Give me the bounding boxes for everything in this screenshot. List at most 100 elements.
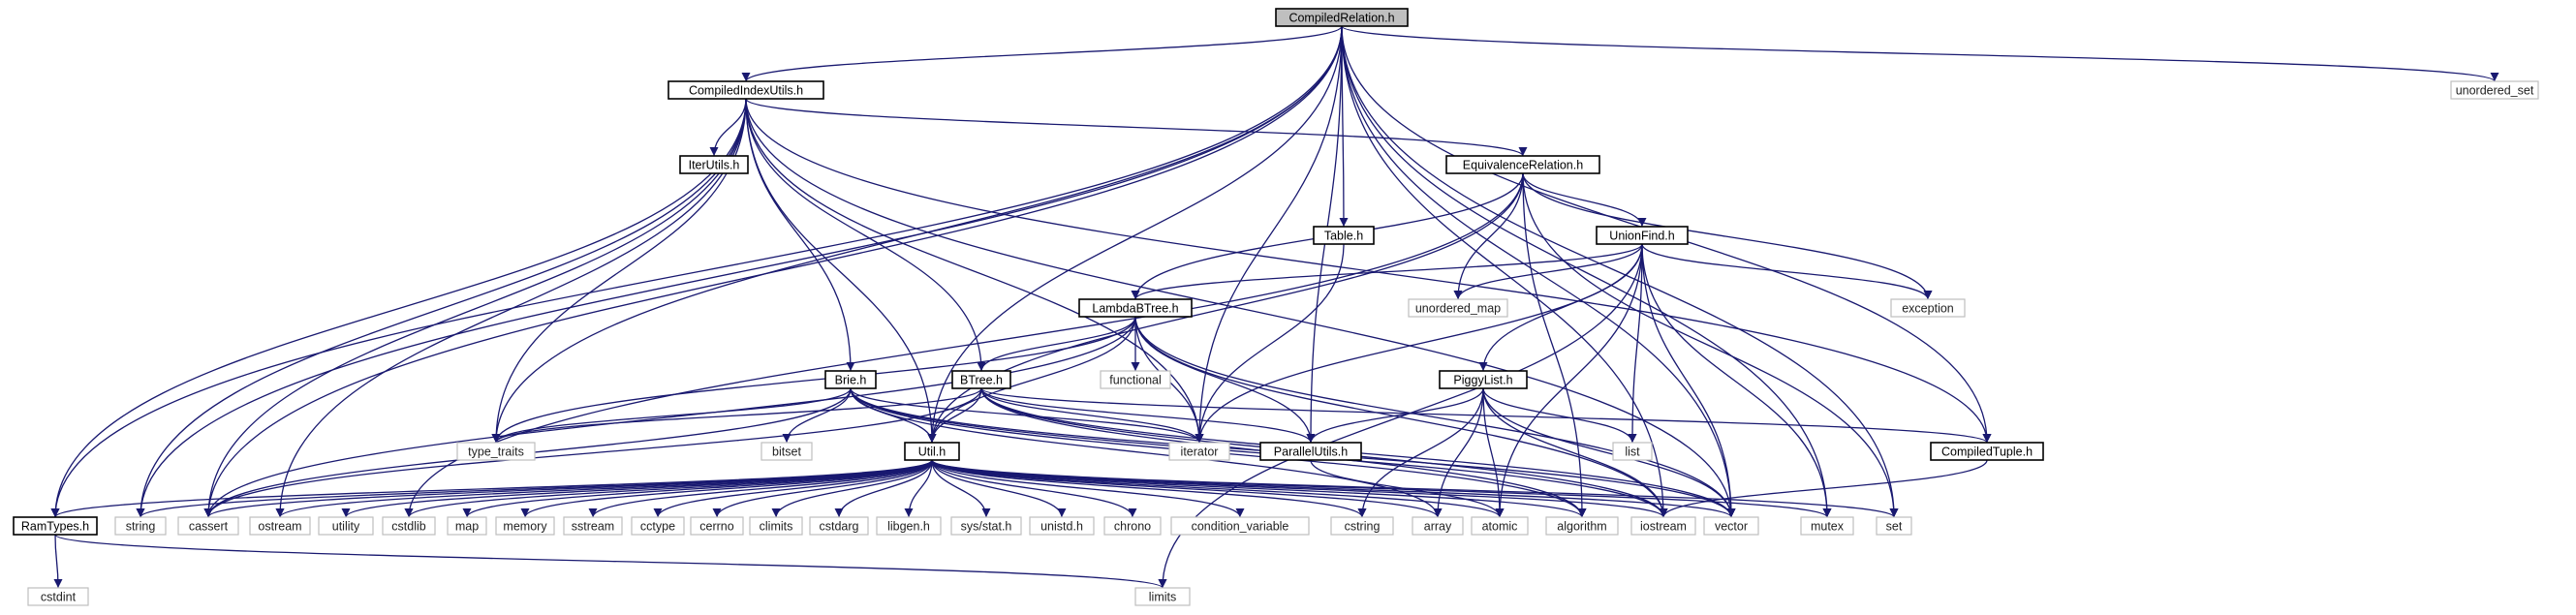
node-box xyxy=(1078,298,1193,318)
node-label: iostream xyxy=(1640,520,1687,534)
edge-lambda-btree-to-type-traits xyxy=(491,316,1136,444)
node-brie[interactable]: Brie.h xyxy=(824,370,877,389)
node-unordered-map: unordered_map xyxy=(1408,298,1508,318)
edge-union-find-to-atomic xyxy=(1495,243,1643,518)
node-box xyxy=(1134,587,1191,606)
node-list: list xyxy=(1612,442,1653,461)
node-iostream: iostream xyxy=(1630,516,1696,536)
node-label: IterUtils.h xyxy=(689,159,740,172)
edge-compiled-relation-to-set xyxy=(1341,25,1899,518)
node-table[interactable]: Table.h xyxy=(1313,226,1375,245)
edge-union-find-to-vector xyxy=(1641,243,1736,518)
node-equivalence-relation[interactable]: EquivalenceRelation.h xyxy=(1445,155,1600,174)
edge-compiled-relation-to-iostream xyxy=(1341,25,1668,518)
node-label: bitset xyxy=(772,446,801,459)
edge-util-to-cstring xyxy=(931,459,1367,518)
node-label: PiggyList.h xyxy=(1453,374,1512,387)
node-box xyxy=(249,516,311,536)
node-label: LambdaBTree.h xyxy=(1092,302,1178,316)
node-compiled-index-utils[interactable]: CompiledIndexUtils.h xyxy=(667,80,824,100)
edge-util-to-libgen xyxy=(904,459,933,518)
node-label: cstring xyxy=(1345,520,1381,534)
edge-compiled-index-utils-to-btree xyxy=(745,98,986,372)
node-label: climits xyxy=(760,520,793,534)
edge-compiled-index-utils-to-brie xyxy=(745,98,855,372)
node-sys-stat: sys/stat.h xyxy=(950,516,1022,536)
node-btree[interactable]: BTree.h xyxy=(951,370,1011,389)
edge-compiled-index-utils-to-ram-types xyxy=(50,98,747,518)
node-box xyxy=(1029,516,1095,536)
node-atomic: atomic xyxy=(1471,516,1529,536)
node-type-traits: type_traits xyxy=(456,442,536,461)
edge-union-find-to-lambda-btree xyxy=(1131,243,1643,300)
node-box xyxy=(951,370,1011,389)
node-box xyxy=(114,516,167,536)
node-label: cerrno xyxy=(699,520,733,534)
node-lambda-btree[interactable]: LambdaBTree.h xyxy=(1078,298,1193,318)
node-iter-utils[interactable]: IterUtils.h xyxy=(679,155,749,174)
node-compiled-tuple[interactable]: CompiledTuple.h xyxy=(1930,442,2044,461)
node-cstdint: cstdint xyxy=(27,587,89,606)
node-box xyxy=(2450,80,2539,100)
node-cstring: cstring xyxy=(1330,516,1394,536)
node-parallel-utils[interactable]: ParallelUtils.h xyxy=(1259,442,1362,461)
node-ram-types[interactable]: RamTypes.h xyxy=(13,516,98,536)
node-label: unordered_set xyxy=(2456,84,2534,98)
node-cstdarg: cstdarg xyxy=(809,516,869,536)
edge-compiled-relation-to-vector xyxy=(1341,25,1736,518)
node-piggy-list[interactable]: PiggyList.h xyxy=(1439,370,1528,389)
node-layer: CompiledRelation.h unordered_set CompiledI… xyxy=(13,8,2539,606)
node-label: cctype xyxy=(640,520,675,534)
edge-btree-to-cassert xyxy=(203,387,982,518)
edge-compiled-index-utils-to-vector xyxy=(745,98,1736,518)
node-box xyxy=(318,516,374,536)
node-box xyxy=(382,516,436,536)
edge-util-to-atomic xyxy=(931,459,1505,518)
node-iterator: iterator xyxy=(1168,442,1230,461)
node-map: map xyxy=(447,516,487,536)
edge-util-to-algorithm xyxy=(931,459,1587,518)
node-util[interactable]: Util.h xyxy=(904,442,960,461)
node-label: limits xyxy=(1149,591,1176,604)
node-label: BTree.h xyxy=(960,374,1003,387)
node-unordered-set: unordered_set xyxy=(2450,80,2539,100)
node-box xyxy=(27,587,89,606)
edge-compiled-index-utils-to-cassert xyxy=(203,98,747,518)
node-label: cstdarg xyxy=(820,520,859,534)
node-label: mutex xyxy=(1811,520,1845,534)
node-union-find[interactable]: UnionFind.h xyxy=(1596,226,1689,245)
node-box xyxy=(679,155,749,174)
node-box xyxy=(1313,226,1375,245)
node-box xyxy=(1275,8,1409,27)
edge-util-to-cstdarg xyxy=(834,459,933,518)
node-label: condition_variable xyxy=(1192,520,1289,534)
node-box xyxy=(1545,516,1619,536)
node-box xyxy=(690,516,744,536)
node-mutex: mutex xyxy=(1800,516,1854,536)
node-box xyxy=(1703,516,1759,536)
node-box xyxy=(1103,516,1162,536)
node-box xyxy=(495,516,555,536)
edge-equivalence-relation-to-union-find xyxy=(1522,172,1647,228)
node-box xyxy=(1412,516,1464,536)
node-label: type_traits xyxy=(468,446,524,459)
edge-util-to-climits xyxy=(771,459,933,518)
edge-btree-to-type-traits xyxy=(491,387,982,444)
edge-union-find-to-list xyxy=(1628,243,1643,444)
edge-piggy-list-to-vector xyxy=(1482,387,1736,518)
node-limits: limits xyxy=(1134,587,1191,606)
edge-union-find-to-unordered-map xyxy=(1453,243,1643,300)
edge-compiled-relation-to-util xyxy=(927,25,1343,444)
node-box xyxy=(1876,516,1912,536)
node-utility: utility xyxy=(318,516,374,536)
node-box xyxy=(1471,516,1529,536)
edge-util-to-sstream xyxy=(588,459,933,518)
node-box xyxy=(1259,442,1362,461)
node-cassert: cassert xyxy=(177,516,239,536)
edge-union-find-to-limits xyxy=(1158,243,1643,589)
node-label: CompiledTuple.h xyxy=(1941,446,2033,459)
node-box xyxy=(904,442,960,461)
node-compiled-relation[interactable]: CompiledRelation.h xyxy=(1275,8,1409,27)
edge-parallel-utils-to-atomic xyxy=(1310,459,1505,518)
node-box xyxy=(456,442,536,461)
